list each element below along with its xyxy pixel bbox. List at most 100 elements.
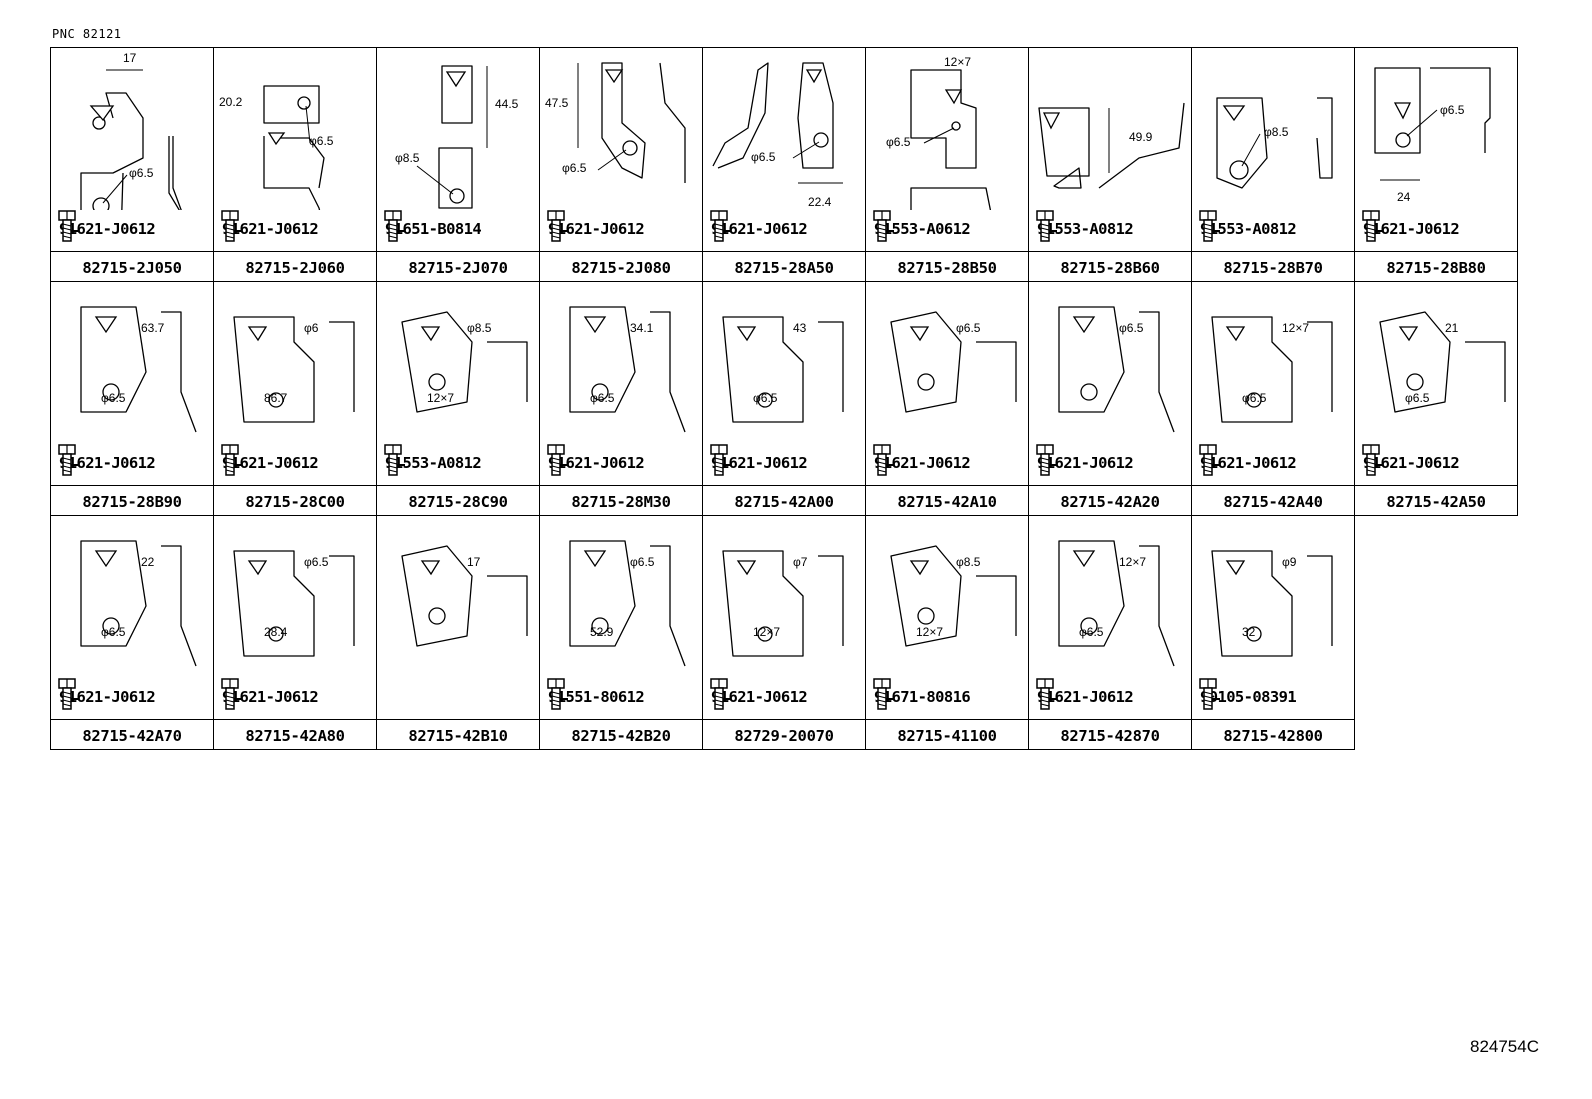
- bracket-outline: [1053, 167, 1082, 189]
- bracket-outline: [1211, 550, 1293, 657]
- bracket-outline: [1316, 97, 1333, 179]
- bolt-icon: [221, 210, 242, 242]
- bolt-icon: [547, 210, 568, 242]
- bracket-outline: [487, 575, 528, 636]
- dimension-label: φ6.5: [590, 391, 615, 405]
- bolt-part-number: 91621-J0612: [222, 220, 319, 238]
- bracket-outline: [569, 306, 636, 413]
- dimension-label: 20.2: [219, 95, 243, 109]
- part-sketch: 20.2φ6.5: [219, 85, 334, 210]
- bracket-outline: [329, 321, 355, 412]
- diagram-id: 824754C: [1469, 1037, 1539, 1056]
- bolt-icon: [873, 444, 894, 476]
- mounting-hole: [757, 626, 773, 642]
- part-sketch: φ6.528.4: [233, 550, 355, 657]
- bracket-outline: [650, 545, 686, 667]
- part-sketch: 17: [401, 545, 528, 647]
- mounting-hole: [92, 116, 106, 130]
- part-number: 82715-42870: [1029, 719, 1191, 751]
- bracket-outline: [976, 341, 1017, 402]
- bolt-icon: [873, 210, 894, 242]
- bracket-outline: [263, 85, 320, 124]
- triangle-slot: [1072, 550, 1096, 568]
- mounting-hole: [1229, 160, 1249, 180]
- mounting-hole: [1246, 626, 1262, 642]
- bolt-row: 91553-A0612: [872, 209, 971, 249]
- part-number: 82715-28M30: [540, 485, 702, 517]
- part-sketch: 34.1φ6.5: [569, 306, 686, 433]
- dimension-label: 21: [1445, 321, 1459, 335]
- part-number: 82729-20070: [703, 719, 865, 751]
- triangle-slot: [604, 69, 624, 84]
- mounting-hole: [917, 607, 935, 625]
- dimension-label: 32: [1242, 625, 1256, 639]
- dimension-label: φ6.5: [101, 391, 126, 405]
- bolt-part-number: 91621-J0612: [548, 220, 645, 238]
- dimension-label: φ6.5: [1242, 391, 1267, 405]
- bracket-outline: [172, 136, 182, 210]
- bracket-outline: [263, 136, 321, 210]
- part-sketch: 12×7φ6.5: [886, 55, 992, 210]
- leader-line: [305, 105, 311, 144]
- bracket-outline: [1307, 321, 1333, 412]
- leader-line: [792, 141, 820, 159]
- mounting-hole: [591, 383, 609, 401]
- mounting-hole: [1080, 617, 1098, 635]
- bracket-outline: [659, 62, 686, 183]
- bracket-outline: [1139, 545, 1175, 667]
- dimension-label: φ8.5: [467, 321, 492, 335]
- bracket-outline: [80, 306, 147, 413]
- bracket-outline: [1058, 306, 1125, 413]
- bolt-part-number: 91553-A0812: [1200, 220, 1297, 238]
- part-number: 82715-2J050: [51, 251, 213, 283]
- dimension-label: φ6.5: [304, 555, 329, 569]
- bracket-outline: [601, 62, 646, 179]
- bolt-row: 91621-J0612: [57, 209, 156, 249]
- triangle-slot: [1225, 560, 1246, 576]
- leader-line: [102, 174, 128, 204]
- part-number: 82715-28B50: [866, 251, 1028, 283]
- part-sketch: φ6.5: [890, 311, 1017, 413]
- bolt-icon: [1362, 444, 1383, 476]
- mounting-hole: [1406, 373, 1424, 391]
- dimension-label: 22: [141, 555, 155, 569]
- bracket-outline: [650, 311, 686, 433]
- mounting-hole: [1080, 383, 1098, 401]
- part-sketch: 12×7φ6.5: [1211, 316, 1333, 423]
- bracket-outline: [890, 545, 962, 647]
- dimension-label: 24: [1397, 190, 1411, 204]
- bolt-part-number: 91621-J0612: [1363, 454, 1460, 472]
- bracket-outline: [1038, 107, 1090, 177]
- mounting-hole: [268, 626, 284, 642]
- part-number: 82715-28B70: [1192, 251, 1354, 283]
- part-number: 82715-28C00: [214, 485, 376, 517]
- bolt-part-number: 91621-J0612: [1200, 454, 1297, 472]
- triangle-slot: [583, 550, 607, 568]
- part-number: 82715-42A70: [51, 719, 213, 751]
- triangle-slot: [1072, 316, 1096, 334]
- part-number: 82715-28C90: [377, 485, 539, 517]
- bracket-outline: [797, 62, 834, 169]
- part-number: 82715-42A20: [1029, 485, 1191, 517]
- dimension-label: φ6.5: [129, 166, 154, 180]
- bolt-icon: [1036, 444, 1057, 476]
- mounting-hole: [917, 373, 935, 391]
- bolt-part-number: 91621-J0612: [59, 454, 156, 472]
- bolt-icon: [710, 210, 731, 242]
- bracket-outline: [401, 545, 473, 647]
- dimension-label: 17: [467, 555, 481, 569]
- triangle-slot: [247, 560, 268, 576]
- dimension-label: 52.9: [590, 625, 614, 639]
- bolt-part-number: 91621-J0612: [711, 220, 808, 238]
- bolt-row: 91621-J0612: [220, 443, 319, 483]
- bolt-icon: [1199, 678, 1220, 710]
